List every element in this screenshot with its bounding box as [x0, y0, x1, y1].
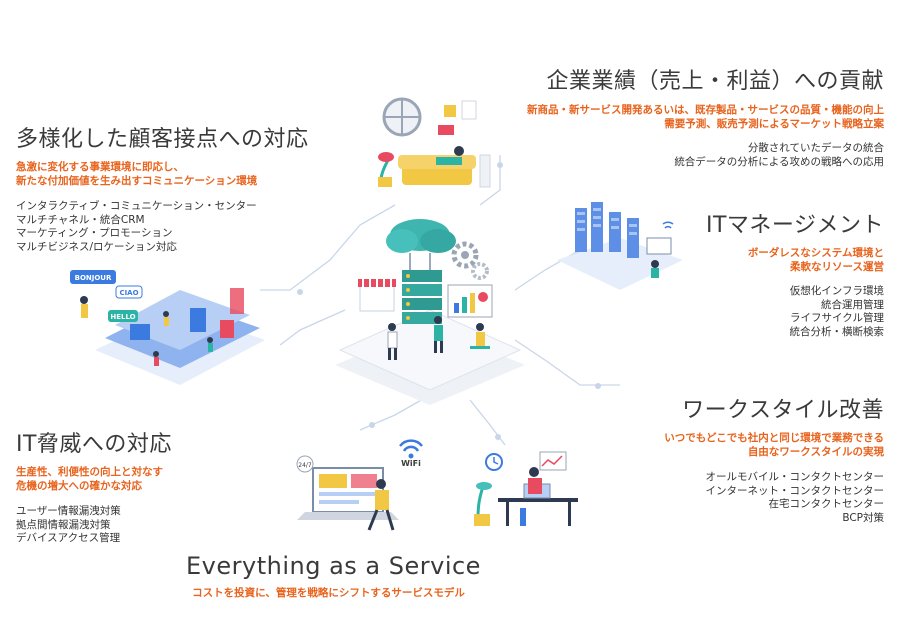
section-subtitle-line: 自由なワークスタイルの実現	[747, 446, 884, 458]
section-title: 多様化した顧客接点への対応	[16, 127, 309, 152]
section-customer: 多様化した顧客接点への対応 急激に変化する事業環境に即応し、 新たな付加価値を生…	[16, 121, 309, 254]
home-office-illustration	[474, 451, 578, 526]
list-item: インタラクティブ・コミュニケーション・センター	[16, 200, 257, 212]
list-item: 拠点間情報漏洩対策	[16, 518, 111, 531]
section-title: IT脅威への対応	[16, 432, 172, 457]
section-itmanagement: ITマネージメント ボーダレスなシステム環境と 柔軟なリソース運営 仮想化インフ…	[706, 207, 884, 339]
wifi-label: WiFi	[401, 459, 421, 468]
section-subtitle-line: ボーダレスなシステム環境と	[747, 247, 884, 259]
multichannel-building-illustration: BONJOUR CIAO HELLO	[70, 270, 265, 385]
laptop-security-illustration: WiFi 24/7	[296, 439, 423, 531]
list-item: 統合運用管理	[821, 298, 884, 311]
person-figure-icon	[387, 323, 398, 360]
section-subtitle-line: 新たな付加価値を生み出すコミュニケーション環境	[16, 175, 258, 187]
living-room-illustration	[378, 97, 491, 188]
list-item: 統合分析・横断検索	[789, 325, 885, 338]
section-subtitle-line: 柔軟なリソース運営	[790, 261, 884, 273]
support-247-label: 24/7	[298, 462, 312, 469]
list-item: ライフサイクル管理	[790, 312, 884, 324]
wifi-signal-icon	[662, 221, 674, 229]
dashboard-monitor-icon	[447, 284, 493, 318]
wifi-icon	[399, 439, 423, 452]
section-title: 企業業績（売上・利益）への貢献	[546, 69, 884, 94]
gear-icon	[451, 241, 489, 280]
section-subtitle-line: 急激に変化する事業環境に即応し、	[16, 161, 184, 173]
server-room-illustration	[557, 202, 683, 290]
section-title: Everything as a Service	[186, 552, 481, 580]
list-item: マルチチャネル・統合CRM	[16, 213, 145, 226]
list-item: 在宅コンタクトセンター	[768, 498, 885, 510]
list-item: 統合データの分析による攻めの戦略への応用	[674, 155, 884, 168]
central-platform-illustration	[335, 219, 525, 405]
section-workstyle: ワークスタイル改善 いつでもどこでも社内と同じ環境で業務できる 自由なワークスタ…	[664, 392, 884, 525]
list-item: ユーザー情報漏洩対策	[16, 505, 121, 517]
person-figure-icon	[434, 316, 443, 353]
section-security: IT脅威への対応 生産性、利便性の向上と対なす 危機の増大への確かな対応 ユーザ…	[16, 426, 172, 546]
list-item: 仮想化インフラ環境	[789, 285, 884, 297]
section-subtitle-line: コストを投資に、管理を戦略にシフトするサービスモデル	[192, 587, 465, 599]
section-xaas: Everything as a Service コストを投資に、管理を戦略にシフ…	[186, 552, 481, 600]
list-item: マルチビジネス/ロケーション対応	[16, 240, 177, 253]
person-figure-icon	[470, 323, 490, 349]
ciao-bubble: CIAO	[119, 289, 138, 297]
list-item: インターネット・コンタクトセンター	[705, 484, 885, 497]
section-title: ITマネージメント	[706, 213, 884, 238]
bonjour-bubble: BONJOUR	[75, 274, 112, 282]
list-item: BCP対策	[842, 511, 884, 524]
storefront-icon	[358, 279, 396, 312]
list-item: デバイスアクセス管理	[16, 532, 121, 544]
section-subtitle-line: 生産性、利便性の向上と対なす	[16, 466, 163, 478]
list-item: 分散されていたデータの統合	[747, 142, 884, 154]
hello-bubble: HELLO	[110, 313, 135, 321]
server-stack-icon	[402, 270, 442, 324]
section-subtitle-line: いつでもどこでも社内と同じ環境で業務できる	[664, 432, 884, 444]
list-item: マーケティング・プロモーション	[16, 227, 173, 239]
list-item: オールモバイル・コンタクトセンター	[705, 471, 885, 483]
section-title: ワークスタイル改善	[682, 398, 884, 423]
section-subtitle-line: 新商品・新サービス開発あるいは、既存製品・サービスの品質・機能の向上	[527, 104, 884, 116]
section-business: 企業業績（売上・利益）への貢献 新商品・新サービス開発あるいは、既存製品・サービ…	[527, 63, 884, 169]
section-subtitle-line: 需要予測、販売予測によるマーケット戦略立案	[664, 118, 884, 130]
cloud-icon	[386, 219, 456, 253]
section-subtitle-line: 危機の増大への確かな対応	[16, 480, 142, 492]
